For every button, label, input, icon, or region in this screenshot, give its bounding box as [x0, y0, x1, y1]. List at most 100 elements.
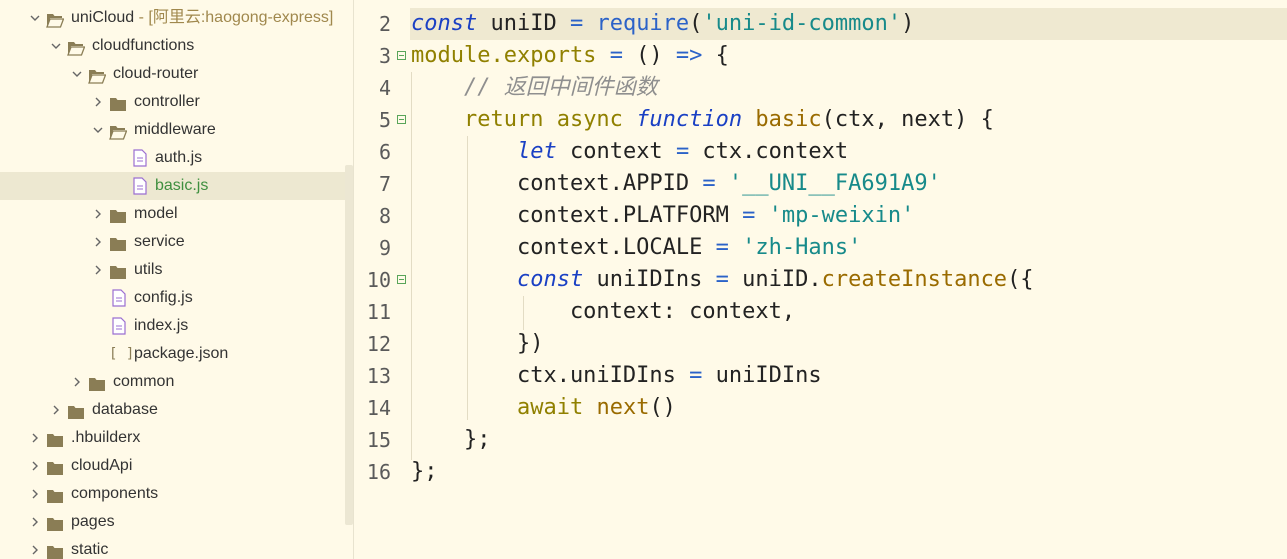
tree-item[interactable]: cloudApi: [0, 452, 345, 480]
explorer-scrollbar[interactable]: [345, 165, 353, 525]
code-text: module.exports = () => {: [411, 43, 729, 68]
code-line[interactable]: 12 }): [354, 328, 1287, 360]
tree-item[interactable]: static: [0, 536, 345, 559]
tree-item[interactable]: index.js: [0, 312, 345, 340]
tree-item-label: middleware: [134, 121, 216, 138]
tree-item-label: config.js: [134, 289, 193, 306]
chevron-down-icon[interactable]: [92, 116, 104, 144]
tree-item[interactable]: cloud-router: [0, 60, 345, 88]
tree-item[interactable]: controller: [0, 88, 345, 116]
line-number: 9: [378, 236, 391, 260]
chevron-right-icon[interactable]: [29, 424, 41, 452]
folder-icon: [88, 374, 106, 391]
tree-item[interactable]: uniCloud - [阿里云:haogong-express]: [0, 4, 345, 32]
code-line[interactable]: 10 const uniIDIns = uniID.createInstance…: [354, 264, 1287, 296]
chevron-right-icon[interactable]: [29, 508, 41, 536]
code-line[interactable]: 13 ctx.uniIDIns = uniIDIns: [354, 360, 1287, 392]
code-text: }): [411, 331, 544, 356]
tree-item[interactable]: database: [0, 396, 345, 424]
json-file-icon: [ ]: [109, 346, 135, 362]
tree-item[interactable]: cloudfunctions: [0, 32, 345, 60]
code-line[interactable]: 9 context.LOCALE = 'zh-Hans': [354, 232, 1287, 264]
tree-item[interactable]: model: [0, 200, 345, 228]
indent-guide: [467, 136, 468, 420]
code-line[interactable]: 16};: [354, 456, 1287, 488]
chevron-right-icon[interactable]: [29, 536, 41, 559]
tree-item-label: cloudfunctions: [92, 37, 195, 54]
folder-icon: [46, 514, 64, 531]
tree-item[interactable]: pages: [0, 508, 345, 536]
tree-item[interactable]: components: [0, 480, 345, 508]
folder-open-icon: [88, 66, 107, 84]
code-line[interactable]: 14 await next(): [354, 392, 1287, 424]
fold-toggle-icon[interactable]: [397, 51, 406, 60]
folder-icon: [46, 458, 64, 475]
tree-item-label: controller: [134, 93, 200, 110]
code-line[interactable]: 8 context.PLATFORM = 'mp-weixin': [354, 200, 1287, 232]
tree-item-label: model: [134, 205, 178, 222]
tree-item[interactable]: auth.js: [0, 144, 345, 172]
tree-item[interactable]: config.js: [0, 284, 345, 312]
tree-item-label: common: [113, 373, 175, 390]
tree-item[interactable]: middleware: [0, 116, 345, 144]
code-line[interactable]: 6 let context = ctx.context: [354, 136, 1287, 168]
project-explorer: uniCloud - [阿里云:haogong-express] cloudfun…: [0, 0, 345, 559]
code-text: const uniIDIns = uniID.createInstance({: [516, 267, 1034, 292]
folder-icon: [109, 206, 127, 223]
chevron-down-icon[interactable]: [71, 60, 83, 88]
fold-toggle-icon[interactable]: [397, 115, 406, 124]
tree-item[interactable]: [ ]package.json: [0, 340, 345, 368]
chevron-right-icon[interactable]: [92, 228, 104, 256]
line-number: 2: [378, 12, 391, 36]
js-file-icon: [112, 317, 126, 335]
chevron-down-icon[interactable]: [29, 4, 41, 32]
code-text: ctx.uniIDIns = uniIDIns: [411, 363, 822, 388]
tree-item[interactable]: service: [0, 228, 345, 256]
line-number: 6: [378, 140, 391, 164]
tree-item-label: cloud-router: [113, 65, 199, 82]
tree-item[interactable]: basic.js: [0, 172, 345, 200]
chevron-down-icon[interactable]: [50, 32, 62, 60]
indent-guide: [411, 72, 412, 460]
folder-icon: [67, 402, 85, 419]
line-number: 14: [366, 396, 391, 420]
js-file-icon: [133, 149, 147, 167]
tree-item-label: package.json: [134, 345, 229, 362]
chevron-right-icon[interactable]: [29, 480, 41, 508]
js-file-icon: [133, 177, 147, 195]
tree-item-suffix: - [阿里云:haogong-express]: [134, 9, 334, 26]
fold-toggle-icon[interactable]: [397, 275, 406, 284]
folder-open-icon: [67, 38, 86, 56]
panel-divider[interactable]: [353, 0, 354, 559]
chevron-right-icon[interactable]: [92, 88, 104, 116]
code-line[interactable]: 7 context.APPID = '__UNI__FA691A9': [354, 168, 1287, 200]
tree-item-label: uniCloud - [阿里云:haogong-express]: [71, 9, 334, 26]
code-line[interactable]: 5 return async function basic(ctx, next)…: [354, 104, 1287, 136]
tree-item-label: cloudApi: [71, 457, 133, 474]
code-line[interactable]: 11 context: context,: [354, 296, 1287, 328]
code-text: context.APPID = '__UNI__FA691A9': [411, 171, 941, 196]
tree-item-label: static: [71, 541, 109, 558]
code-text: await next(): [516, 395, 676, 420]
tree-item[interactable]: common: [0, 368, 345, 396]
code-text: };: [411, 459, 438, 484]
chevron-right-icon[interactable]: [50, 396, 62, 424]
chevron-right-icon[interactable]: [92, 200, 104, 228]
folder-icon: [46, 542, 64, 559]
code-line[interactable]: 15 };: [354, 424, 1287, 456]
tree-item[interactable]: .hbuilderx: [0, 424, 345, 452]
code-text: return async function basic(ctx, next) {: [463, 107, 994, 132]
code-text: context.LOCALE = 'zh-Hans': [411, 235, 862, 260]
code-line[interactable]: 4 // 返回中间件函数: [354, 72, 1287, 104]
line-number: 13: [366, 364, 391, 388]
chevron-right-icon[interactable]: [92, 256, 104, 284]
code-text: // 返回中间件函数: [463, 75, 658, 100]
tree-item-label: index.js: [134, 317, 189, 334]
tree-item[interactable]: utils: [0, 256, 345, 284]
chevron-right-icon[interactable]: [29, 452, 41, 480]
line-number: 7: [378, 172, 391, 196]
chevron-right-icon[interactable]: [71, 368, 83, 396]
